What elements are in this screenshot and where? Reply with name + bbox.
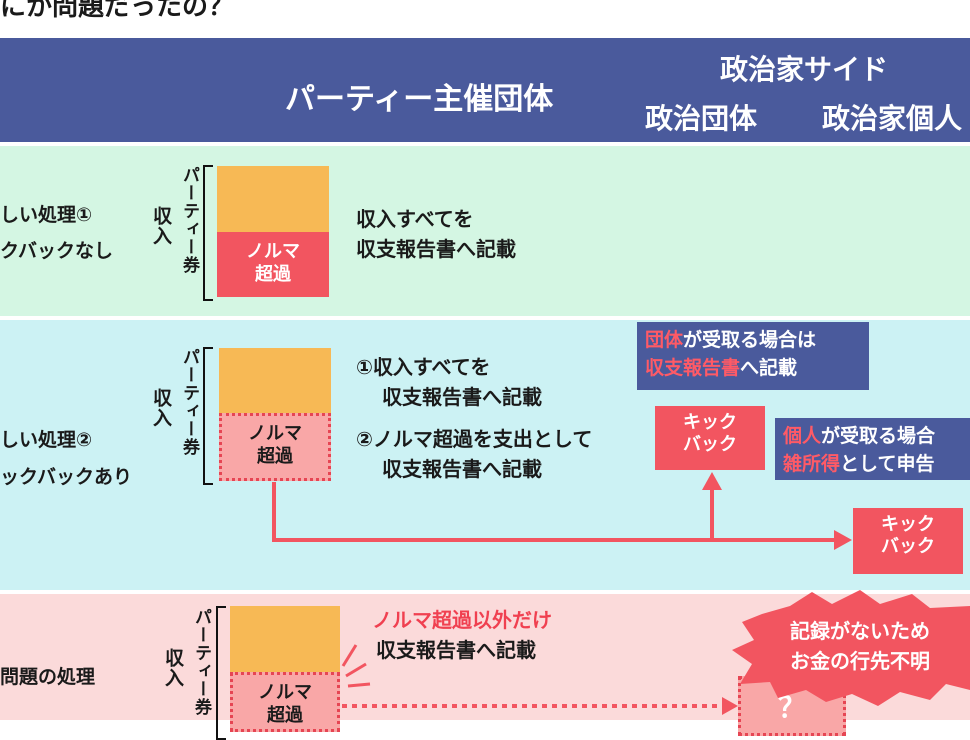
row1-note-line1: 収入すべてを	[356, 207, 474, 231]
row3-ticket-label: パーティー券	[191, 608, 211, 716]
row1-bracket	[203, 165, 213, 301]
row3-bar-quota	[230, 606, 340, 672]
burst-line1: 記録がないため	[790, 619, 930, 643]
callout-individual-hl2: 雑所得	[783, 453, 841, 475]
row1-label-line2: クバックなし	[0, 240, 114, 262]
callout-group: 団体が受取る場合は 収支報告書へ記載	[637, 322, 869, 390]
row2-bar-excess: ノルマ 超過	[219, 413, 331, 481]
page-title: にか問題だったの？	[0, 0, 235, 22]
callout-group-hl2: 収支報告書	[645, 357, 741, 379]
row1-label-line1: しい処理①	[0, 204, 93, 226]
spark-line-2	[345, 662, 367, 678]
row2-bracket	[203, 347, 213, 485]
callout-group-hl1: 団体	[645, 329, 684, 351]
row3-income-label: 収入	[162, 648, 184, 688]
callout-individual-text2: として申告	[840, 453, 935, 475]
callout-group-text1: が受取る場合は	[683, 329, 817, 351]
unknown-arrowhead	[722, 697, 738, 715]
row1-income-label: 収入	[150, 206, 172, 246]
burst-line2: お金の行先不明	[790, 649, 930, 673]
row2-note2-line2: 収支報告書へ記載	[382, 457, 542, 481]
warning-burst-shape	[732, 590, 970, 706]
row3-label: 問題の処理	[0, 666, 96, 688]
kickback-individual: キック バック	[853, 508, 963, 574]
kickback-arrowhead-up	[702, 472, 722, 490]
row2-note1-line1: ①収入すべてを	[356, 355, 491, 379]
header-organizer: パーティー主催団体	[285, 82, 554, 117]
row2-label-line1: しい処理②	[0, 429, 93, 451]
arrows-layer	[272, 472, 970, 715]
row3-note-line1: ノルマ超過以外だけ	[372, 608, 552, 632]
table-header	[0, 38, 970, 142]
row-correct-1	[0, 146, 970, 316]
kickback-route-line	[272, 482, 835, 542]
callout-individual: 個人が受取る場合 雑所得として申告	[775, 418, 970, 480]
row2-label-line2: ックバックあり	[0, 466, 133, 488]
row2-ticket-label: パーティー券	[179, 348, 199, 456]
header-politician-individual: 政治家個人	[822, 102, 963, 135]
row1-bar-excess: ノルマ 超過	[217, 232, 329, 297]
header-politician-side: 政治家サイド	[720, 53, 889, 86]
row2-note2-line1: ②ノルマ超過を支出として	[356, 427, 593, 451]
row1-bar-quota	[217, 166, 329, 232]
callout-individual-hl1: 個人	[783, 425, 822, 447]
spark-line-3	[347, 682, 371, 688]
kickback-group: キック バック	[655, 406, 765, 470]
row1-ticket-label: パーティー券	[179, 166, 199, 274]
callout-individual-text1: が受取る場合	[821, 425, 936, 447]
row2-income-label: 収入	[150, 388, 172, 428]
row1-note-line2: 収支報告書へ記載	[356, 237, 516, 261]
spark-line-1	[341, 644, 358, 667]
header-political-group: 政治団体	[645, 102, 758, 135]
callout-group-text2: へ記載	[740, 357, 798, 379]
kickback-arrowhead-right	[834, 530, 852, 550]
row3-note-line2: 収支報告書へ記載	[376, 638, 536, 662]
row2-note1-line2: 収支報告書へ記載	[382, 385, 542, 409]
warning-burst: 記録がないため お金の行先不明	[790, 616, 930, 676]
row2-bar-quota	[219, 348, 331, 413]
